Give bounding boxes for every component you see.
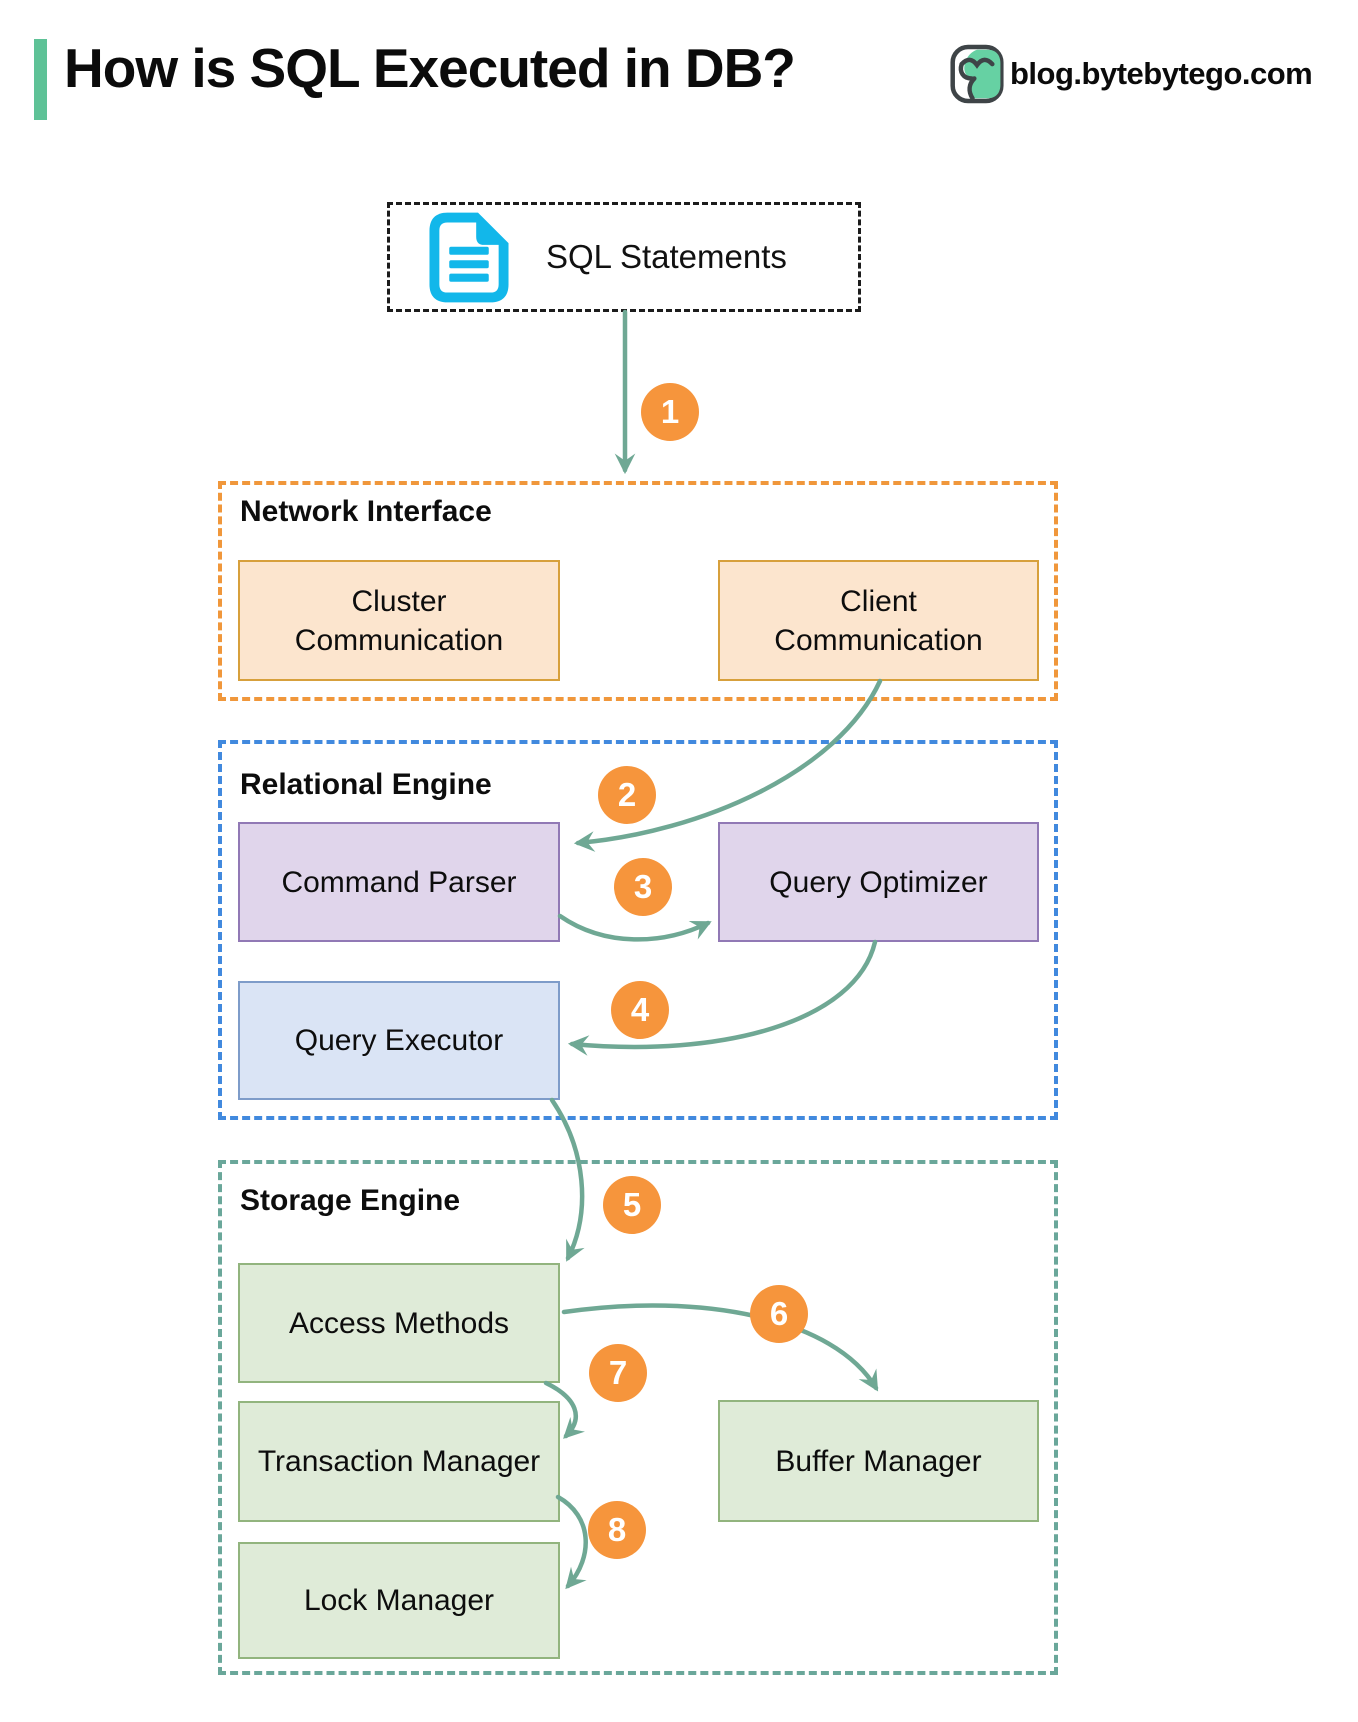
title-accent-bar: [34, 39, 47, 120]
node-access-methods: Access Methods: [238, 1263, 560, 1383]
section-label-relational-engine: Relational Engine: [240, 768, 492, 801]
node-cluster-communication: Cluster Communication: [238, 560, 560, 681]
step-badge-1: 1: [641, 383, 699, 441]
node-query-executor: Query Executor: [238, 981, 560, 1100]
bytebytego-logo-icon: [950, 44, 1004, 104]
brand-text: blog.bytebytego.com: [1010, 56, 1313, 91]
step-badge-2: 2: [598, 766, 656, 824]
page-title: How is SQL Executed in DB?: [64, 37, 796, 99]
node-buffer-manager: Buffer Manager: [718, 1400, 1039, 1522]
document-icon: [429, 212, 509, 302]
section-label-storage-engine: Storage Engine: [240, 1184, 461, 1217]
step-badge-8: 8: [588, 1501, 646, 1559]
node-lock-manager: Lock Manager: [238, 1542, 560, 1659]
step-badge-5: 5: [603, 1176, 661, 1234]
node-client-communication: Client Communication: [718, 560, 1039, 681]
section-storage-engine: [218, 1160, 1058, 1675]
node-transaction-manager: Transaction Manager: [238, 1401, 560, 1522]
sql-statements-box: SQL Statements: [387, 202, 861, 312]
brand: blog.bytebytego.com: [950, 44, 1313, 104]
step-badge-4: 4: [611, 981, 669, 1039]
step-badge-6: 6: [750, 1285, 808, 1343]
step-badge-7: 7: [589, 1344, 647, 1402]
sql-statements-label: SQL Statements: [546, 238, 787, 275]
section-label-network-interface: Network Interface: [240, 495, 492, 528]
node-command-parser: Command Parser: [238, 822, 560, 942]
node-query-optimizer: Query Optimizer: [718, 822, 1039, 942]
step-badge-3: 3: [614, 858, 672, 916]
